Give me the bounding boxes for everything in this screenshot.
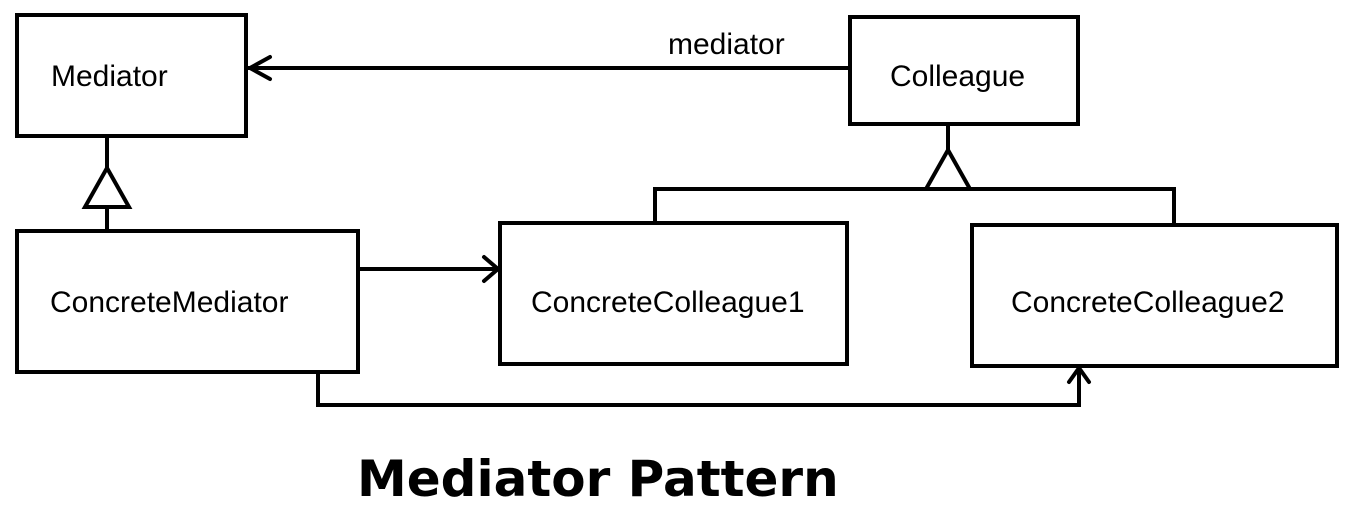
generalization-concrete-mediator-triangle xyxy=(81,163,133,209)
diagram-title: Mediator Pattern xyxy=(357,450,839,508)
association-concrete-mediator-to-colleague-1 xyxy=(356,255,502,283)
association-colleague-to-mediator-arrowhead xyxy=(245,55,272,81)
class-concrete-mediator[interactable]: ConcreteMediator xyxy=(15,229,360,374)
class-concrete-colleague-2[interactable]: ConcreteColleague2 xyxy=(970,223,1339,368)
class-concrete-colleague-1-box xyxy=(498,221,849,366)
class-concrete-colleague-2-label: ConcreteColleague2 xyxy=(1011,286,1285,319)
class-mediator-label: Mediator xyxy=(51,60,168,93)
class-colleague[interactable]: Colleague xyxy=(848,15,1080,126)
generalization-concrete-colleagues xyxy=(653,124,1176,225)
class-colleague-label: Colleague xyxy=(890,60,1025,93)
class-colleague-box xyxy=(848,15,1080,126)
association-concrete-mediator-to-colleague-2-arrowhead xyxy=(1067,364,1091,384)
class-concrete-colleague-2-box xyxy=(970,223,1339,368)
class-concrete-colleague-1[interactable]: ConcreteColleague1 xyxy=(498,221,849,366)
association-mediator-role-label: mediator xyxy=(668,28,785,61)
association-concrete-mediator-to-colleague-1-arrowhead xyxy=(482,255,502,283)
class-concrete-mediator-box xyxy=(15,229,360,374)
generalization-concrete-mediator xyxy=(81,136,133,231)
class-mediator[interactable]: Mediator xyxy=(15,13,248,138)
association-concrete-mediator-to-colleague-2 xyxy=(316,364,1091,407)
generalization-colleague-triangle xyxy=(922,145,974,191)
association-concrete-mediator-to-colleague-2-line xyxy=(316,366,1081,407)
association-colleague-to-mediator: mediator xyxy=(245,28,852,81)
class-concrete-colleague-1-label: ConcreteColleague1 xyxy=(531,286,805,319)
class-concrete-mediator-label: ConcreteMediator xyxy=(50,286,288,319)
class-mediator-box xyxy=(15,13,248,138)
